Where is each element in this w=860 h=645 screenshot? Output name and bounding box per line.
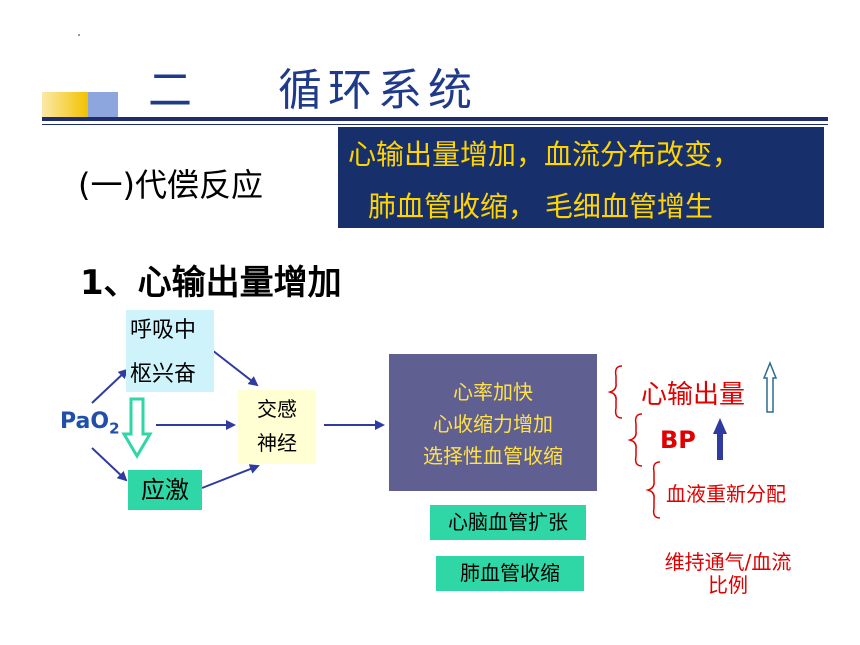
arrow-resp-to-sympa xyxy=(211,349,259,387)
resp-center-line-1: 呼吸中 xyxy=(130,318,197,343)
title-rule-thin xyxy=(42,124,828,125)
stress-box: 应激 xyxy=(128,470,202,510)
effect-contractility: 心收缩力增加 xyxy=(433,412,553,436)
brace-3 xyxy=(645,461,661,519)
cerebral-dilation-box: 心脑血管扩张 xyxy=(430,505,586,540)
resp-center-line-2: 枢兴奋 xyxy=(130,362,197,387)
arrow-stress-to-sympa xyxy=(201,464,260,489)
subheading: 1、心输出量增加 xyxy=(80,263,342,303)
sympathetic-line-2: 神经 xyxy=(257,431,297,455)
pao2-base: PaO xyxy=(60,409,110,434)
redistribution-label: 血液重新分配 xyxy=(666,482,786,506)
maintain-line-2: 比例 xyxy=(708,573,748,597)
pulmonary-constriction-box: 肺血管收缩 xyxy=(436,556,584,591)
pao2-sub: 2 xyxy=(109,419,120,438)
effects-box: 心率加快 心收缩力增加 选择性血管收缩 xyxy=(389,354,597,491)
maintain-line-1: 维持通气/血流 xyxy=(664,550,792,574)
decor-dot xyxy=(78,34,80,36)
effect-heart-rate: 心率加快 xyxy=(453,380,533,404)
up-arrow-solid-icon xyxy=(713,418,727,460)
maintain-ratio-label: 维持通气/血流 比例 xyxy=(648,551,808,597)
resp-center-box: 呼吸中 枢兴奋 xyxy=(126,310,214,392)
sympathetic-line-1: 交感 xyxy=(257,397,297,421)
up-arrow-outline-icon xyxy=(762,360,778,413)
arrow-pao2-to-stress xyxy=(91,447,128,482)
section-heading: (一)代偿反应 xyxy=(78,166,263,204)
sympathetic-box: 交感 神经 xyxy=(238,390,316,464)
cardiac-output-label: 心输出量 xyxy=(641,380,746,410)
bp-label: BP xyxy=(660,426,696,454)
callout-line-2: 肺血管收缩， 毛细血管增生 xyxy=(368,190,713,223)
title-rule xyxy=(42,117,828,121)
brace-2 xyxy=(627,413,643,467)
slide-title: 二 循环系统 xyxy=(148,65,478,116)
callout-box: 心输出量增加，血流分布改变， 肺血管收缩， 毛细血管增生 xyxy=(338,127,824,228)
title-accent-gold xyxy=(42,92,88,118)
arrow-pao2-to-resp xyxy=(91,368,129,404)
title-accent-blue xyxy=(88,92,118,118)
effect-vasoconstriction: 选择性血管收缩 xyxy=(423,444,563,468)
brace-1 xyxy=(607,365,623,419)
pao2-label: PaO2 xyxy=(60,409,120,437)
callout-line-1: 心输出量增加，血流分布改变， xyxy=(348,138,741,171)
down-arrow-icon xyxy=(121,397,153,459)
